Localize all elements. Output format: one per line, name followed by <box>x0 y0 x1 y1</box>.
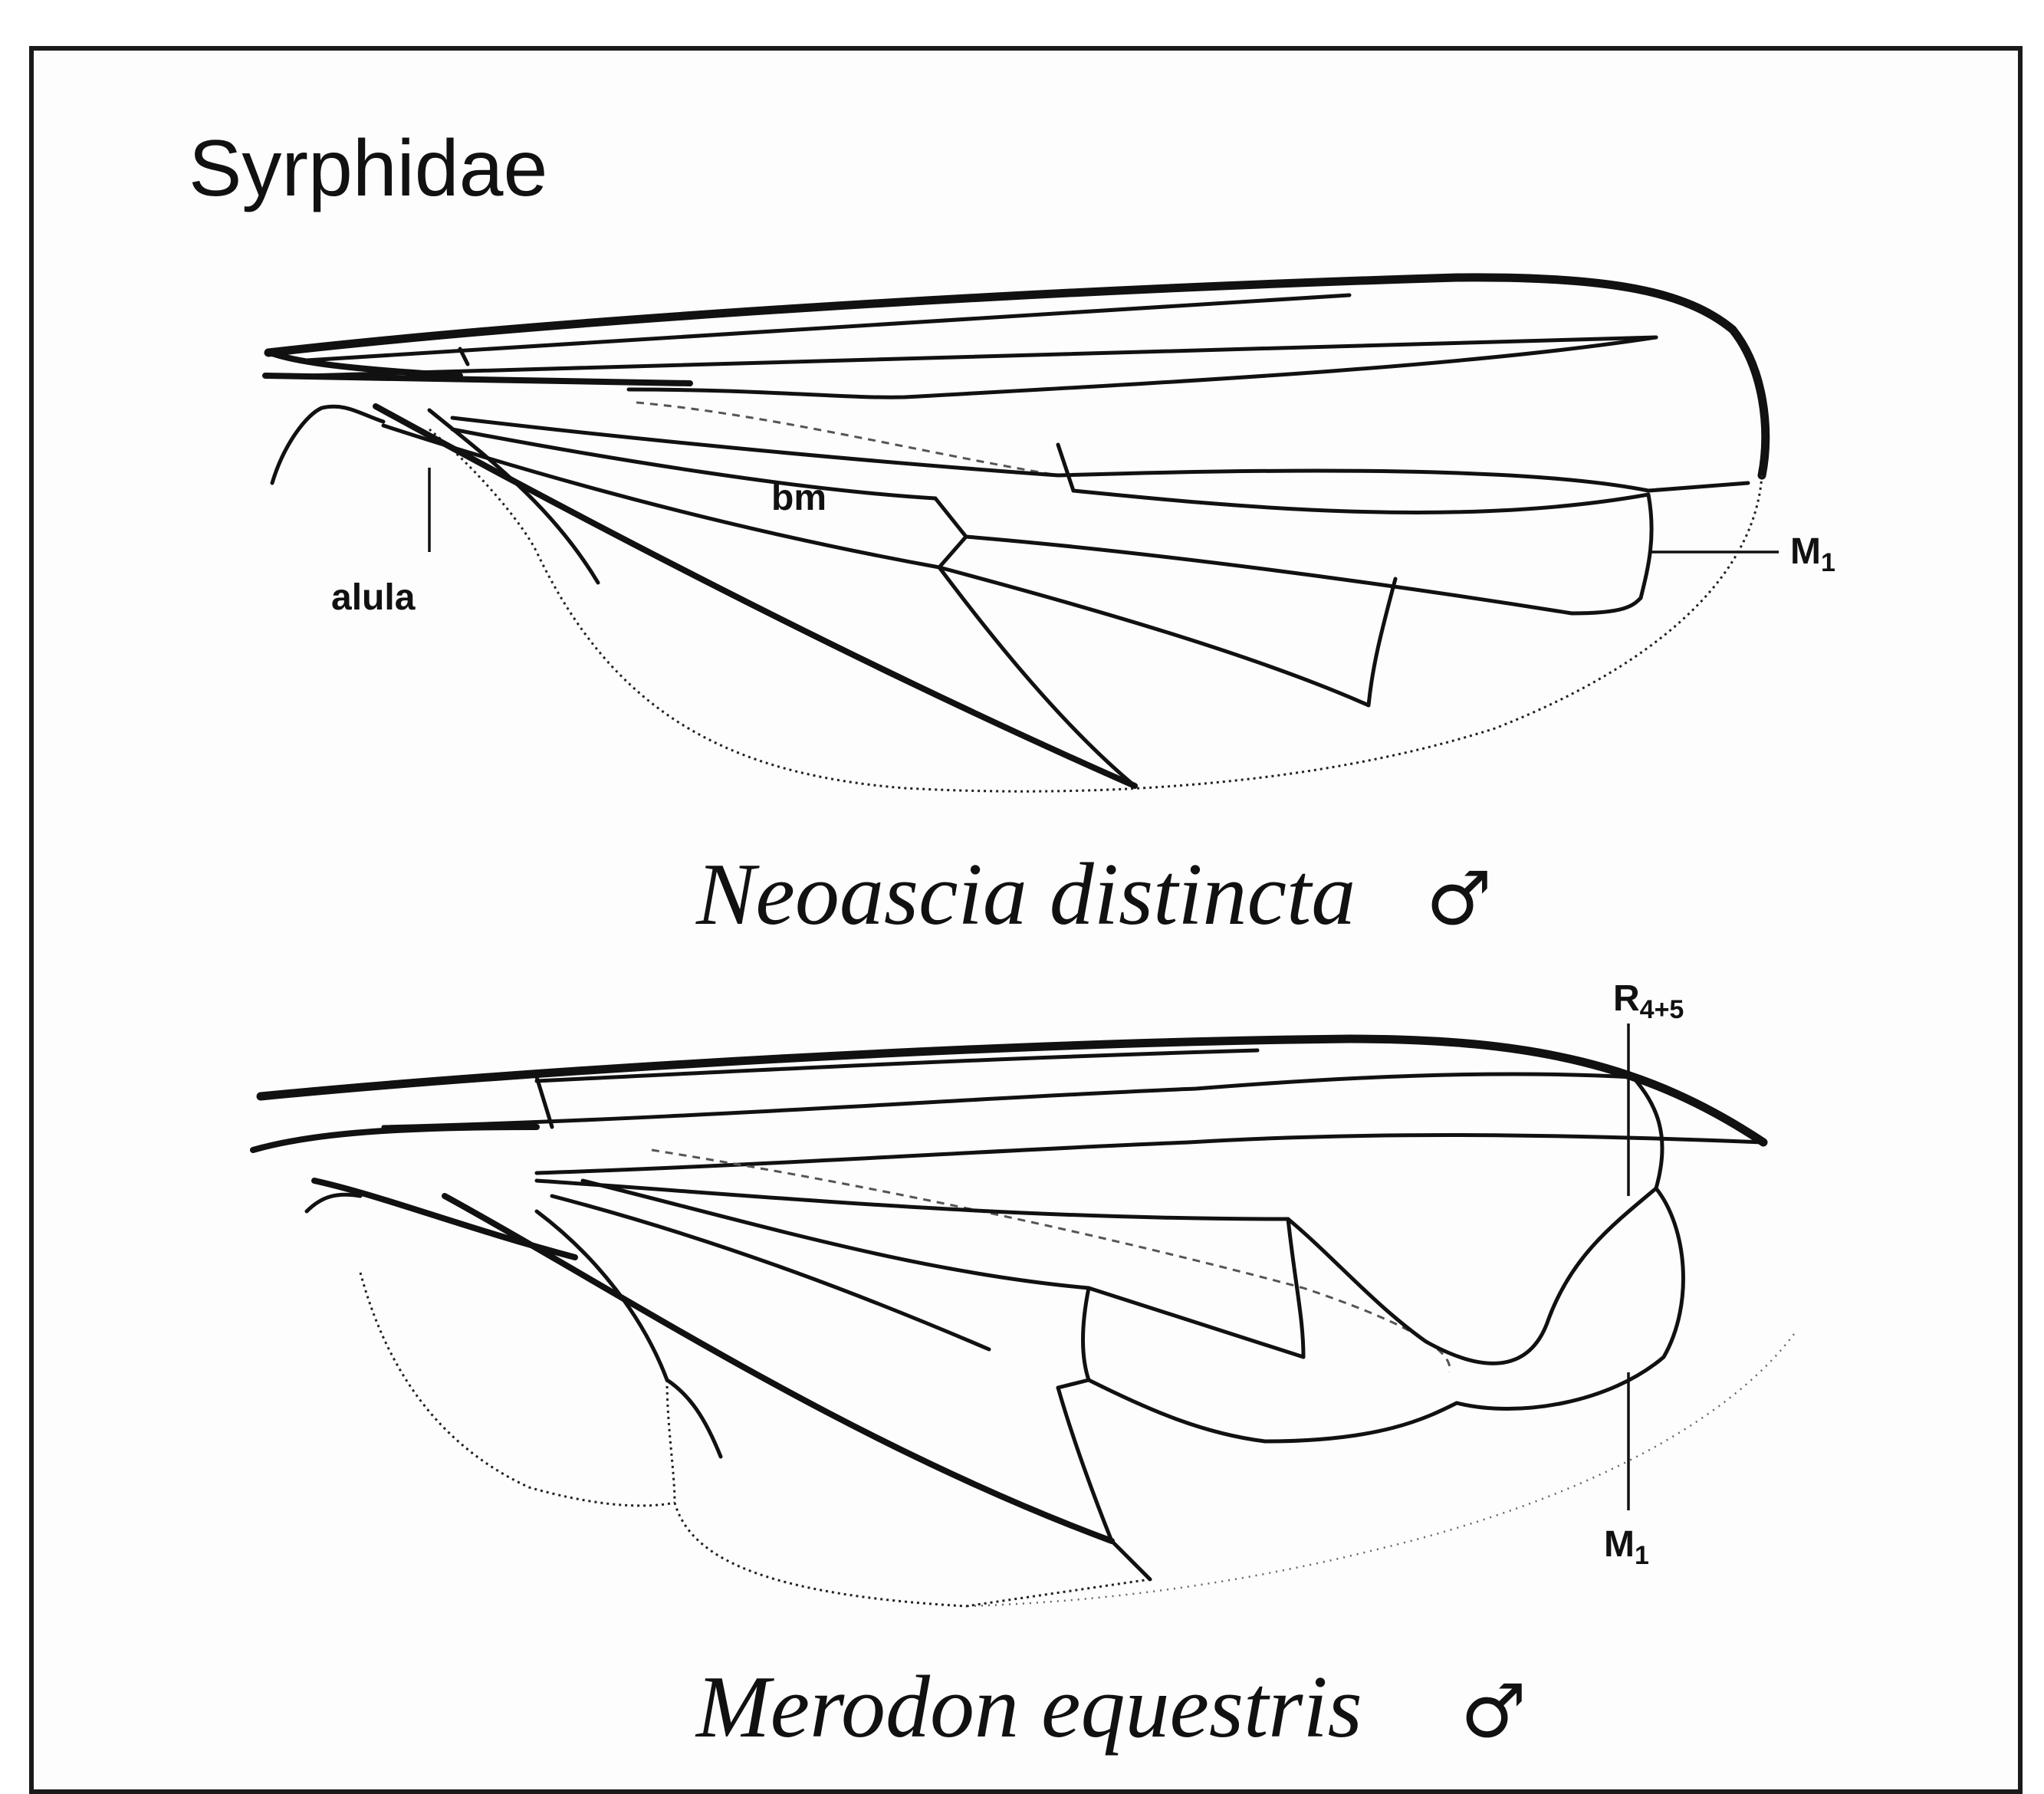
posterior-margin-lower <box>966 1334 1794 1606</box>
lobe-inner-lower <box>667 1380 675 1503</box>
vein-bm-crossvein-lower <box>1083 1288 1266 1441</box>
label-m1-upper-sub: 1 <box>1821 548 1835 577</box>
vein-cu-lower-2 <box>1058 1388 1150 1579</box>
label-m1-lower: M1 <box>1604 1524 1649 1570</box>
spurious-vein <box>636 402 1058 475</box>
vein-m-upper <box>452 418 1748 491</box>
vein-r4-5 <box>629 337 1656 397</box>
vein-dm-cu <box>935 498 966 567</box>
label-m1-upper: M1 <box>1790 531 1835 577</box>
vein-r4-5-dip <box>1265 1077 1683 1441</box>
label-r4-5: R4+5 <box>1613 978 1684 1024</box>
label-bm: bm <box>771 478 826 518</box>
vein-r2-3 <box>307 337 1656 376</box>
label-m1-lower-sub: 1 <box>1635 1541 1649 1570</box>
vein-dm-crossvein <box>1369 579 1395 705</box>
vein-r2-3-lower <box>383 1074 1633 1127</box>
species-name-neoascia: Neoascia distincta <box>695 846 1356 944</box>
label-r4-5-base: R <box>1613 978 1640 1019</box>
wing-neoascia-distincta <box>265 278 1779 791</box>
lobe-margin-lower <box>675 1503 1150 1606</box>
vein-a2 <box>429 410 598 583</box>
vein-r4-5-lower <box>537 1135 1763 1173</box>
species-name-merodon: Merodon equestris <box>695 1658 1362 1756</box>
vein-cua <box>939 567 1135 786</box>
male-symbol-merodon: ♂ <box>1461 1668 1526 1754</box>
vein-sc-lower <box>537 1077 552 1127</box>
label-alula: alula <box>331 577 416 618</box>
vein-cua-lower <box>1058 1380 1089 1388</box>
label-m1-upper-base: M <box>1790 531 1821 572</box>
costal-margin <box>268 278 1766 475</box>
vein-a2-lower <box>537 1211 721 1457</box>
wing-merodon-equestris <box>253 1024 1794 1606</box>
spurious-vein-lower <box>652 1150 1450 1372</box>
label-r4-5-sub: 4+5 <box>1640 995 1684 1024</box>
vein-m-inner-lower <box>552 1196 989 1349</box>
label-m1-lower-base: M <box>1604 1524 1635 1565</box>
vein-bm-lower <box>383 426 939 567</box>
vein-m-lower-1 <box>537 1181 1656 1363</box>
vein-a1 <box>376 406 1135 786</box>
costal-base-lower <box>253 1127 537 1150</box>
family-title: Syrphidae <box>189 124 547 213</box>
wing-base-hook-lower <box>307 1194 360 1211</box>
wing-base-hook <box>272 406 383 483</box>
vein-cu <box>939 567 1369 705</box>
vein-rm <box>1058 445 1073 491</box>
male-symbol-neoascia: ♂ <box>1426 856 1492 941</box>
